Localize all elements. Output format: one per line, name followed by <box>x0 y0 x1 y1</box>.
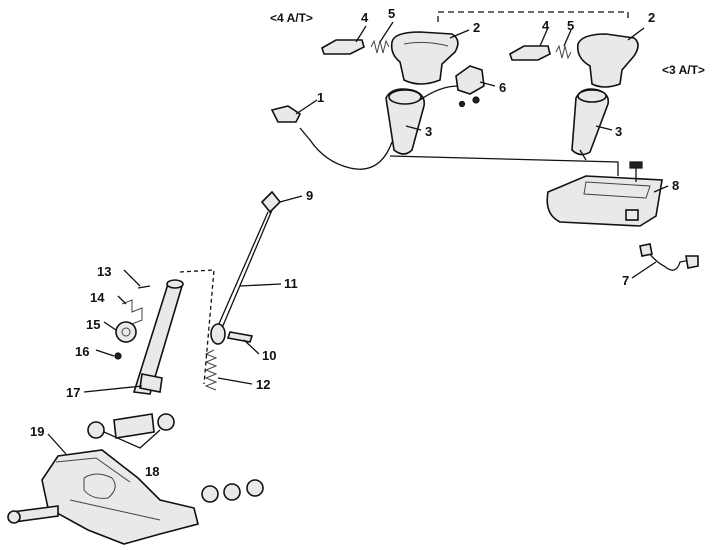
callout-15: 15 <box>86 317 100 332</box>
wire-switch <box>419 85 459 101</box>
grip-bracket <box>389 155 619 176</box>
part-4-button-left <box>321 39 365 55</box>
callout-labels: 1 2 3 4 5 6 7 8 9 10 11 12 13 14 15 16 1… <box>30 6 679 479</box>
part-19-shift-base <box>7 449 199 545</box>
callout-9: 9 <box>306 188 313 203</box>
part-6-switch <box>455 65 485 108</box>
part-2-knob-left <box>390 31 459 85</box>
wire-harness-left <box>299 127 393 170</box>
callout-5-right: 5 <box>567 18 574 33</box>
callout-4-left: 4 <box>361 10 369 25</box>
nuts-group <box>201 479 264 503</box>
callout-18: 18 <box>145 464 159 479</box>
part-3-grip-right <box>571 88 610 156</box>
grip-bracket-tick <box>579 149 587 161</box>
callout-5-left: 5 <box>388 6 395 21</box>
guide-line-lever <box>179 269 215 385</box>
part-4-button-right <box>509 45 551 61</box>
part-8-indicator-panel <box>546 161 663 227</box>
part-14-spring <box>121 299 143 325</box>
callout-11: 11 <box>284 276 298 291</box>
callout-1: 1 <box>317 90 324 105</box>
part-2-knob-right <box>576 33 639 88</box>
part-15-bushing <box>115 321 137 343</box>
part-12-spring <box>204 349 218 391</box>
variant-label-4at: <4 A/T> <box>270 11 313 25</box>
part-17-select-lever <box>113 279 184 439</box>
callout-2-right: 2 <box>648 10 655 25</box>
callout-14: 14 <box>90 290 105 305</box>
callout-4-right: 4 <box>542 18 550 33</box>
callout-19: 19 <box>30 424 44 439</box>
callout-13: 13 <box>97 264 111 279</box>
leader-lines <box>47 21 669 455</box>
part-5-spring-right <box>555 44 572 60</box>
part-5-spring-left <box>370 39 390 54</box>
callout-3-right: 3 <box>615 124 622 139</box>
part-1-connector <box>270 105 302 123</box>
variant-label-3at: <3 A/T> <box>662 63 705 77</box>
callout-8: 8 <box>672 178 679 193</box>
part-11-shift-rod <box>210 209 273 345</box>
part-10-bolt <box>226 331 254 343</box>
part-18-bushings <box>87 413 175 449</box>
callout-10: 10 <box>262 348 276 363</box>
callout-17: 17 <box>66 385 80 400</box>
variant-bracket <box>437 11 629 22</box>
callout-2-left: 2 <box>473 20 480 35</box>
part-16-ball <box>114 352 122 360</box>
part-7-wire <box>639 243 699 271</box>
callout-16: 16 <box>75 344 89 359</box>
part-9-rod-end <box>260 190 282 214</box>
callout-7: 7 <box>622 273 629 288</box>
callout-12: 12 <box>256 377 270 392</box>
part-13-pin <box>137 285 151 289</box>
callout-6: 6 <box>499 80 506 95</box>
callout-3-left: 3 <box>425 124 432 139</box>
